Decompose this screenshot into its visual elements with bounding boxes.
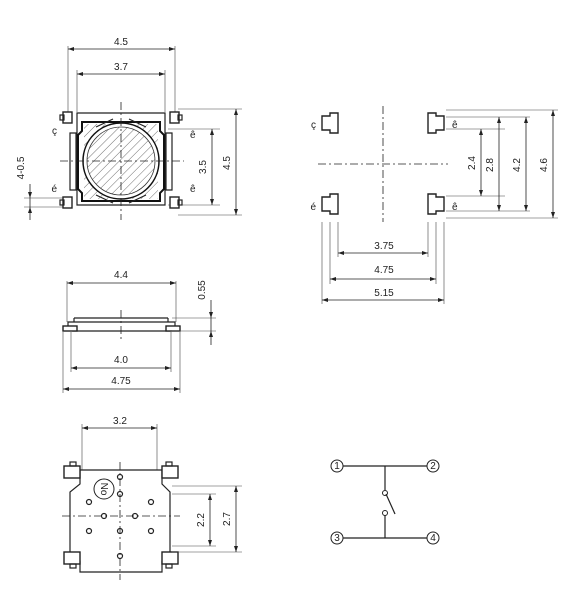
dim-top-height-outer: 4.5 — [222, 156, 233, 170]
dim-pad-5-15: 5.15 — [374, 288, 394, 299]
pin-2-label: 2 — [430, 461, 436, 472]
dim-bottom-2-2: 2.2 — [196, 513, 207, 527]
pin-1-label: 1 — [334, 461, 340, 472]
mark-e2-pad: é — [310, 202, 316, 213]
dim-pad-2-4: 2.4 — [467, 156, 478, 170]
dim-top-height-inner: 3.5 — [198, 160, 209, 174]
pad-top-right — [427, 112, 445, 134]
pad-top-left — [321, 112, 339, 134]
mark-c-top: ç — [52, 126, 57, 137]
dim-side-width-top: 4.4 — [114, 270, 128, 281]
mark-e3-pad: ê — [452, 202, 458, 213]
dim-bottom-2-7: 2.7 — [222, 512, 233, 526]
dim-side-width-inner: 4.0 — [114, 355, 128, 366]
side-view: 4.4 0.55 4.0 4.75 — [62, 270, 216, 393]
dim-bottom-width: 3.2 — [113, 416, 127, 427]
pin-4-label: 4 — [430, 533, 436, 544]
pin-1-marker — [330, 459, 344, 473]
bottom-holes — [85, 473, 155, 560]
pin-3-marker — [330, 531, 344, 545]
bottom-view: 3.2 No — [62, 416, 242, 580]
pin-4-marker — [426, 531, 440, 545]
dim-side-height: 0.55 — [197, 280, 208, 300]
mark-c-pad: ç — [311, 120, 316, 131]
dim-top-width-outer: 4.5 — [114, 37, 128, 48]
top-view: 4.5 3.7 3.5 4.5 4-0.5 — [16, 37, 242, 220]
mark-e1-pad: ê — [452, 120, 458, 131]
dim-side-width-outer: 4.75 — [111, 376, 131, 387]
dim-lead-pitch: 4-0.5 — [16, 156, 27, 179]
mark-e1-top: ê — [190, 130, 196, 141]
dim-pad-2-8: 2.8 — [485, 158, 496, 172]
dim-pad-4-6: 4.6 — [539, 158, 550, 172]
dim-pad-4-2: 4.2 — [512, 158, 523, 172]
pin-2-marker — [426, 459, 440, 473]
dim-top-width-inner: 3.7 — [114, 62, 128, 73]
pad-layout: ç ê é ê 2.4 2.8 4.2 4.6 — [310, 106, 558, 304]
pad-bottom-right — [427, 193, 445, 215]
mark-e2-top: é — [51, 184, 57, 195]
dim-pad-3-75: 3.75 — [374, 241, 394, 252]
switch-schematic: 1 2 3 4 — [330, 459, 440, 545]
dim-pad-4-75: 4.75 — [374, 265, 394, 276]
mark-e3-top: ê — [190, 184, 196, 195]
bottom-marking: No — [98, 483, 109, 496]
pad-bottom-left — [321, 193, 339, 215]
pin-3-label: 3 — [334, 533, 340, 544]
